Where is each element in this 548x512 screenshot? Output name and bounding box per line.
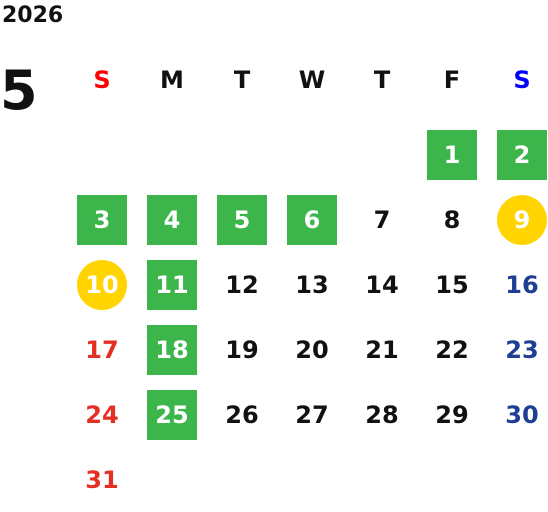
day-number: 16 [505,270,539,299]
day-number: 29 [435,400,469,429]
empty-day-cell [137,447,207,512]
day-number: 27 [295,400,329,429]
day-number: 8 [443,205,461,234]
weekday-saturday: S [513,66,531,94]
day-cell[interactable]: 8 [417,187,487,252]
day-number: 1 [427,129,477,180]
day-cell[interactable]: 20 [277,317,347,382]
day-number: 10 [77,259,127,310]
day-cell[interactable]: 10 [67,252,137,317]
weekday-tuesday: T [233,66,251,94]
empty-day-cell [347,447,417,512]
week-row: 10 11 12 13 14 15 16 [67,252,548,317]
week-row: 17 18 19 20 21 22 23 [67,317,548,382]
day-number: 24 [85,400,119,429]
weekday-sunday: S [93,66,111,94]
day-number: 4 [147,194,197,245]
day-cell[interactable]: 24 [67,382,137,447]
empty-day-cell [67,122,137,187]
day-cell[interactable]: 27 [277,382,347,447]
day-cell[interactable]: 3 [67,187,137,252]
day-cell[interactable]: 23 [487,317,548,382]
empty-day-cell [417,447,487,512]
day-cell[interactable]: 19 [207,317,277,382]
day-cell[interactable]: 31 [67,447,137,512]
day-cell[interactable]: 17 [67,317,137,382]
day-cell[interactable]: 11 [137,252,207,317]
day-number: 14 [365,270,399,299]
empty-day-cell [277,122,347,187]
day-number: 9 [497,194,547,245]
empty-day-cell [137,122,207,187]
week-row: 24 25 26 27 28 29 30 [67,382,548,447]
day-cell[interactable]: 5 [207,187,277,252]
day-number: 23 [505,335,539,364]
day-number: 15 [435,270,469,299]
day-number: 30 [505,400,539,429]
day-number: 22 [435,335,469,364]
day-number: 21 [365,335,399,364]
day-cell[interactable]: 2 [487,122,548,187]
day-number: 6 [287,194,337,245]
day-cell[interactable]: 12 [207,252,277,317]
day-cell[interactable]: 15 [417,252,487,317]
day-number: 3 [77,194,127,245]
day-number: 25 [147,389,197,440]
day-number: 20 [295,335,329,364]
weekday-thursday: T [373,66,391,94]
day-number: 18 [147,324,197,375]
day-cell[interactable]: 16 [487,252,548,317]
day-cell[interactable]: 30 [487,382,548,447]
empty-day-cell [207,447,277,512]
day-cell[interactable]: 18 [137,317,207,382]
day-cell[interactable]: 26 [207,382,277,447]
day-number: 7 [373,205,391,234]
day-number: 5 [217,194,267,245]
day-number: 28 [365,400,399,429]
day-number: 19 [225,335,259,364]
day-cell[interactable]: 9 [487,187,548,252]
day-cell[interactable]: 13 [277,252,347,317]
day-number: 26 [225,400,259,429]
day-cell[interactable]: 29 [417,382,487,447]
day-number: 11 [147,259,197,310]
day-cell[interactable]: 28 [347,382,417,447]
day-cell[interactable]: 7 [347,187,417,252]
day-cell[interactable]: 4 [137,187,207,252]
day-cell[interactable]: 14 [347,252,417,317]
empty-day-cell [277,447,347,512]
weekday-header-row: S M T W T F S [67,58,548,102]
day-cell[interactable]: 22 [417,317,487,382]
day-number: 2 [497,129,547,180]
year-label: 2026 [2,3,64,28]
week-row: 31 [67,447,548,512]
day-number: 17 [85,335,119,364]
empty-day-cell [207,122,277,187]
day-number: 12 [225,270,259,299]
day-cell[interactable]: 6 [277,187,347,252]
day-number: 31 [85,465,119,494]
empty-day-cell [487,447,548,512]
month-number: 5 [0,59,38,122]
weekday-wednesday: W [298,66,326,94]
weekday-monday: M [160,66,184,94]
day-number: 13 [295,270,329,299]
day-cell[interactable]: 25 [137,382,207,447]
empty-day-cell [347,122,417,187]
day-cell[interactable]: 21 [347,317,417,382]
day-cell[interactable]: 1 [417,122,487,187]
weekday-friday: F [443,66,461,94]
